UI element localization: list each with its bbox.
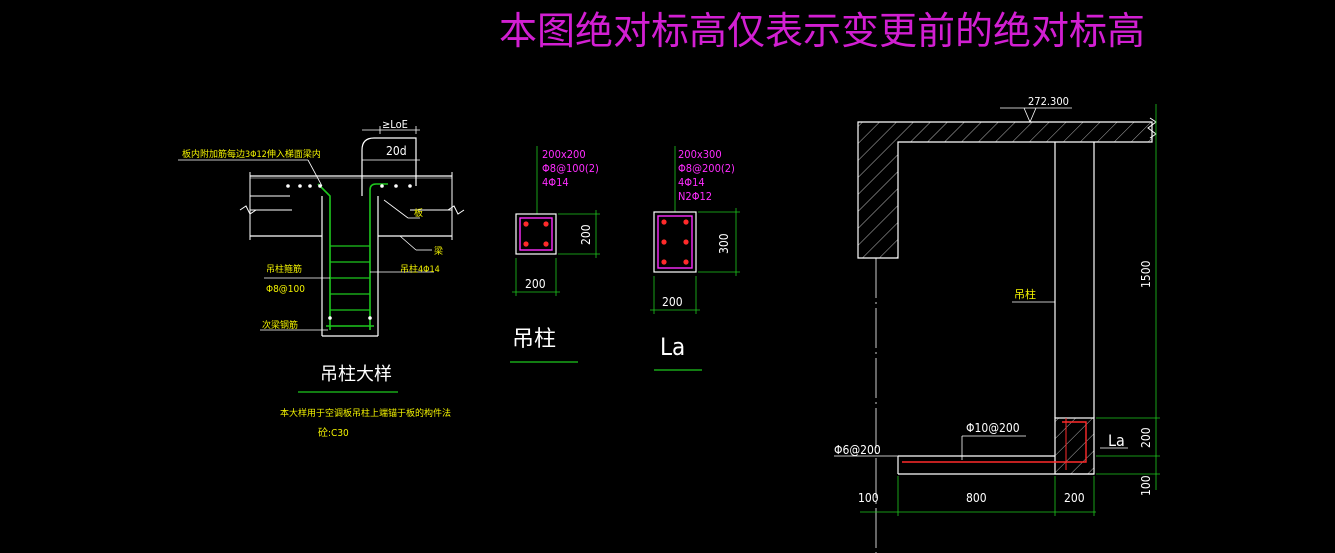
hanging-column-detail [178,126,465,337]
anchor-length-label: ≥LoE [382,118,408,131]
dim-100-vertical-label: 100 [1139,475,1153,496]
detail-note-1: 本大样用于空调板吊柱上端锚于板的构件法 [280,407,451,419]
section-b-drawing [650,146,740,371]
dim-1500-label: 1500 [1139,260,1153,288]
beam-label: 梁 [434,245,443,257]
rebar-left-label: Φ6@200 [834,443,881,457]
section-a-drawing [510,146,600,363]
section-b-dim-w: 200 [662,295,683,309]
section-b-size: 200x300 [678,148,722,161]
dim-20d-label: 20d [386,144,407,158]
section-a-dim-h: 200 [579,224,593,245]
main-bar-label: 吊柱4Φ14 [400,263,440,275]
section-b-bars: 4Φ14 [678,176,705,189]
column-label: 吊柱 [1014,287,1036,301]
section-b-extra-bars: N2Φ12 [678,190,712,203]
drawing-title: 本图绝对标高仅表示变更前的绝对标高 [499,9,1145,53]
la-label: La [1108,431,1125,450]
section-b-stirrup: Φ8@200(2) [678,162,735,175]
secondary-beam-label: 次梁钢筋 [262,319,298,331]
detail-note-2: 砼:C30 [318,426,349,439]
detail-caption: 吊柱大样 [320,364,392,385]
slab-rebar-note: 板内附加筋每边3Φ12伸入梯面梁内 [182,148,321,160]
section-a-size: 200x200 [542,148,586,161]
dim-100-label: 100 [858,491,879,505]
elevation-label: 272.300 [1028,95,1069,108]
section-a-bars: 4Φ14 [542,176,569,189]
stirrup-label: 吊柱箍筋 [266,263,302,275]
section-b-dim-h: 300 [717,233,731,254]
section-b-caption: La [660,333,685,361]
stirrup-spec-label: Φ8@100 [266,284,305,295]
dim-800-label: 800 [966,491,987,505]
section-a-dim-w: 200 [525,277,546,291]
dim-200-label: 200 [1064,491,1085,505]
slab-label: 板 [414,207,423,219]
section-a-stirrup: Φ8@100(2) [542,162,599,175]
rebar-top-label: Φ10@200 [966,421,1020,435]
section-a-caption: 吊柱 [512,327,556,352]
dim-200-vertical-label: 200 [1139,427,1153,448]
air-conditioner-slab-detail [834,104,1160,553]
